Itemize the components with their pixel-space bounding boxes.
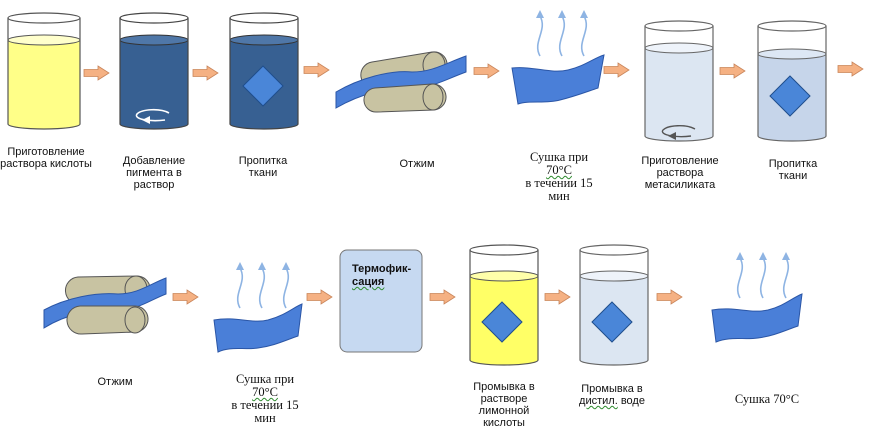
step-label-impregnation: Пропитка ткани [238, 155, 288, 179]
step-label-metasilicate: Приготовление раствора метасиликата [641, 155, 719, 191]
drying-text-line: мин [548, 189, 570, 203]
step-label-impregnation-2: Пропитка ткани [768, 158, 818, 182]
drying-text-line: Сушка при [235, 372, 295, 386]
citric-line: растворе [480, 393, 528, 405]
steam-icon [781, 251, 791, 299]
flow-arrow [306, 289, 333, 305]
drying-temp: 70°C [252, 385, 278, 399]
steam-icon [257, 261, 267, 309]
step-label-squeeze-2: Отжим [97, 376, 133, 388]
steam-icon [735, 251, 745, 299]
distilled-line: Промывка в [581, 383, 643, 395]
flow-arrow [172, 289, 199, 305]
step-label-final-drying: Сушка 70°C [734, 392, 800, 406]
flow-arrow [303, 62, 330, 78]
stir-arrow-icon [135, 108, 170, 124]
drying-text-line: в течении 15 [525, 176, 593, 190]
beaker-acid [7, 12, 81, 130]
citric-line: лимонной [478, 405, 530, 417]
squeeze-rollers [335, 51, 467, 113]
step-label-drying: Сушка при 70°C в течении 15 мин [516, 151, 602, 203]
distilled-abbrev: дистил. [579, 395, 618, 407]
step-label-squeeze: Отжим [399, 158, 435, 170]
drying-temp: 70°C [546, 163, 572, 177]
drying-text-line: мин [254, 411, 276, 425]
steam-icon [758, 251, 768, 299]
flow-arrow [837, 61, 864, 77]
drying-fabric [711, 293, 803, 343]
steam-icon [579, 9, 589, 57]
citric-line: Промывка в [473, 381, 535, 393]
step-label-distilled-wash: Промывка в дистил. воде [570, 383, 654, 407]
beaker-metasilicate [644, 20, 714, 142]
flow-arrow [603, 62, 630, 78]
thermofixation-line: сация [352, 276, 385, 288]
drying-fabric [511, 54, 605, 105]
beaker-distilled-water [579, 244, 649, 366]
flow-arrow [429, 289, 456, 305]
steam-icon [535, 9, 545, 57]
drying-text-line: Сушка при [529, 150, 589, 164]
flow-arrow [83, 65, 110, 81]
drying-text-line: в течении 15 [231, 398, 299, 412]
citric-line: кислоты [483, 417, 525, 429]
beaker-pigment [119, 12, 189, 130]
stir-arrow-icon [661, 125, 696, 140]
drying-fabric [213, 303, 303, 353]
thermofixation-line: Термофик- [352, 263, 412, 275]
steam-icon [281, 261, 291, 309]
flow-arrow [719, 63, 746, 79]
distilled-water: воде [620, 395, 645, 407]
step-label-drying-2: Сушка при 70°C в течении 15 мин [222, 373, 308, 425]
thermofixation-box [339, 249, 423, 353]
step-label-acid: Приготовление раствора кислоты [0, 146, 92, 170]
thermofixation-label: Термофик- сация [352, 263, 412, 289]
squeeze-rollers [43, 275, 167, 335]
step-label-pigment: Добавление пигмента в раствор [122, 155, 186, 191]
distilled-line: дистил. воде [570, 395, 654, 407]
step-label-citric-wash: Промывка в растворе лимонной кислоты [460, 381, 548, 429]
flow-arrow [656, 289, 683, 305]
flow-arrow [473, 63, 500, 79]
flow-arrow [192, 65, 219, 81]
steam-icon [557, 9, 567, 57]
steam-icon [235, 261, 245, 309]
flow-arrow [544, 289, 571, 305]
